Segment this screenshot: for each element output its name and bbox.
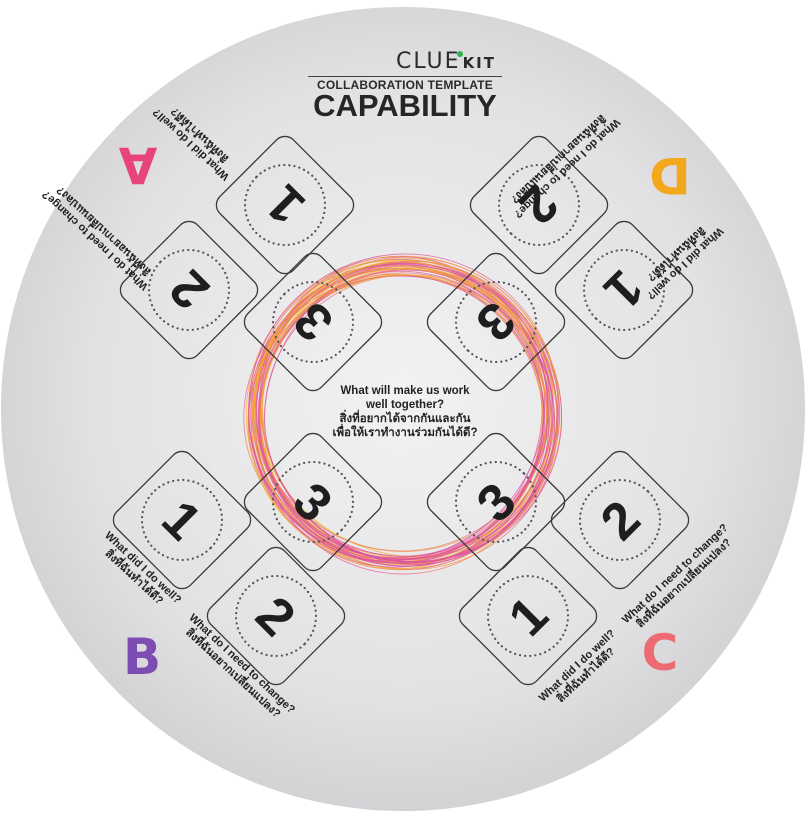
section-letter-d: D [640,150,700,200]
center-question: What will make us work well together? สิ… [300,384,510,440]
center-question-en-1: What will make us work [300,384,510,398]
section-letter-b: B [112,632,172,682]
center-question-th-2: เพื่อให้เราทำงานร่วมกันได้ดี? [300,426,510,440]
brand-logo-suffix: KIT [463,54,496,72]
center-question-en-2: well together? [300,398,510,412]
brand-logo-text: CLUE [396,49,461,74]
center-question-th-1: สิ่งที่อยากได้จากกันและกัน [300,412,510,426]
section-letter-c: C [630,628,690,678]
brand-title: CAPABILITY [308,92,502,120]
section-letter-a: A [108,140,168,190]
brand-divider [308,76,502,77]
